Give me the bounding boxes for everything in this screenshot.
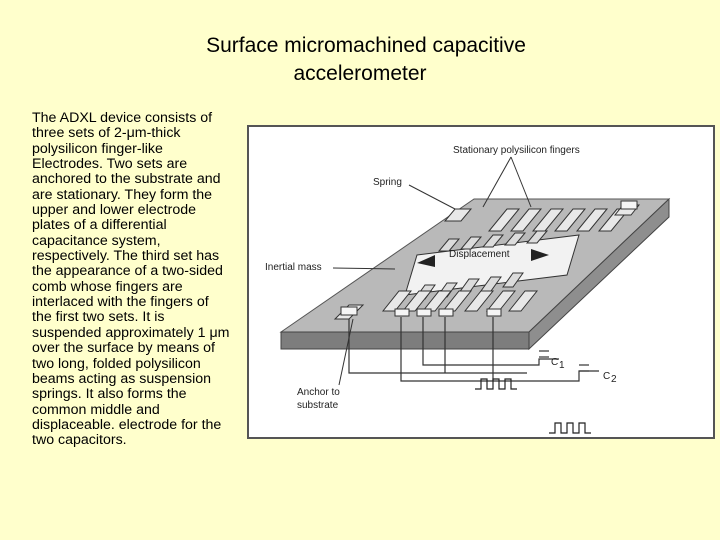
anchor-pads bbox=[340, 200, 638, 317]
label-anchor-line1: Anchor to bbox=[297, 387, 340, 398]
square-wave-1 bbox=[475, 378, 517, 390]
label-anchor-line2: substrate bbox=[297, 400, 339, 411]
label-inertial-mass: Inertial mass bbox=[265, 262, 322, 273]
square-wave-2 bbox=[549, 422, 591, 434]
upper-stationary-fingers bbox=[443, 204, 641, 232]
displacement-arrow-right bbox=[531, 249, 549, 261]
substrate-side bbox=[528, 197, 670, 351]
label-c1: C bbox=[551, 357, 558, 368]
displacement-arrow-left bbox=[417, 255, 435, 267]
substrate-front bbox=[280, 331, 530, 350]
inertial-mass bbox=[404, 234, 580, 296]
accelerometer-illustration: Stationary polysilicon fingers Spring In… bbox=[265, 145, 671, 434]
lower-stationary-fingers bbox=[333, 290, 539, 320]
label-stationary-fingers: Stationary polysilicon fingers bbox=[453, 145, 580, 156]
title-line-1: Surface micromachined capacitive bbox=[206, 34, 526, 57]
leader-lines bbox=[332, 156, 532, 386]
slide-title: Surface micromachined capacitive acceler… bbox=[0, 32, 720, 88]
title-line-2: accelerometer bbox=[293, 62, 427, 85]
circuit-wiring bbox=[348, 317, 599, 382]
label-displacement: Displacement bbox=[449, 249, 510, 260]
label-spring: Spring bbox=[373, 177, 402, 188]
label-c2: C bbox=[603, 371, 610, 382]
accelerometer-diagram: Stationary polysilicon fingers Spring In… bbox=[247, 125, 715, 439]
description-paragraph: The ADXL device consists of three sets o… bbox=[32, 110, 230, 449]
label-c2-sub: 2 bbox=[611, 374, 617, 385]
label-c1-sub: 1 bbox=[559, 360, 565, 371]
